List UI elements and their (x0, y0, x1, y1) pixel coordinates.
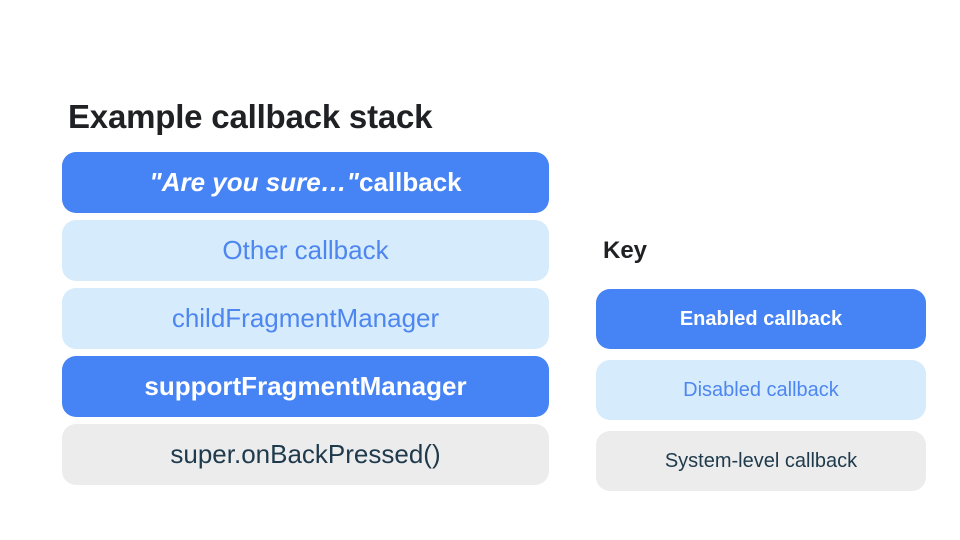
callback-box-are-you-sure: "Are you sure…" callback (62, 152, 549, 213)
key-item-disabled-callback: Disabled callback (596, 360, 926, 420)
callback-box-other: Other callback (62, 220, 549, 281)
callback-label-rest: callback (358, 167, 462, 197)
key-item-system-level-callback: System-level callback (596, 431, 926, 491)
callback-label-italic: "Are you sure…" (149, 167, 359, 197)
callback-box-super-onbackpressed: super.onBackPressed() (62, 424, 549, 485)
page-title: Example callback stack (68, 98, 433, 135)
key-item-enabled-callback: Enabled callback (596, 289, 926, 349)
key-legend: Enabled callback Disabled callback Syste… (596, 289, 926, 502)
key-title: Key (603, 237, 648, 264)
callback-stack: "Are you sure…" callback Other callback … (62, 152, 549, 492)
callback-box-childfragmentmanager: childFragmentManager (62, 288, 549, 349)
callback-box-supportfragmentmanager: supportFragmentManager (62, 356, 549, 417)
